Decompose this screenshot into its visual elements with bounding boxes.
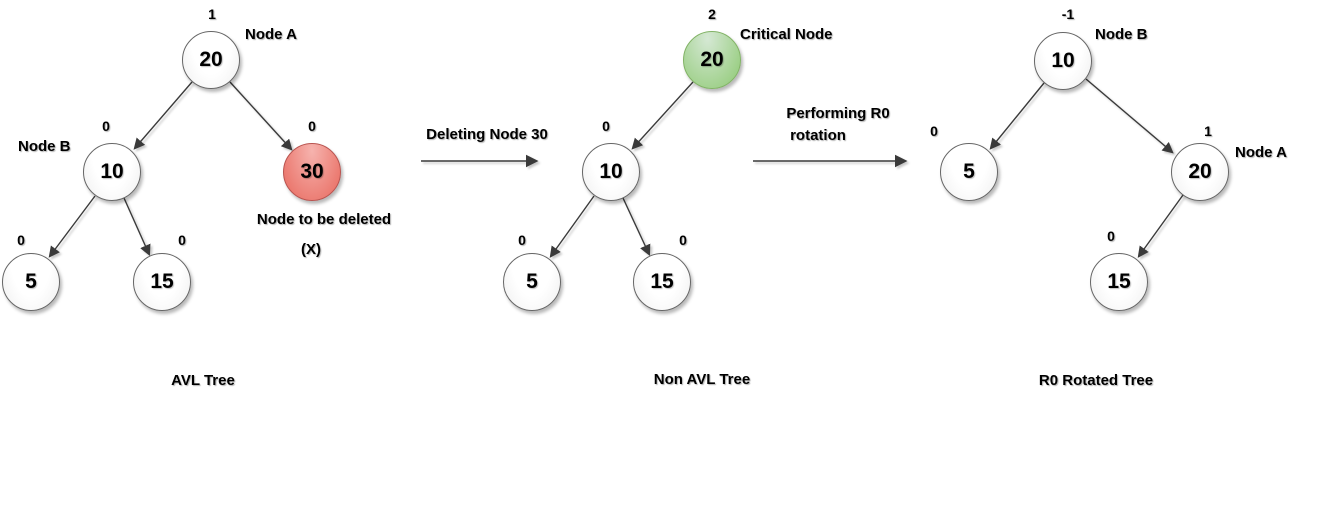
caption-non-avl-tree: Non AVL Tree — [653, 371, 751, 388]
edge-t2-10-5 — [549, 195, 595, 258]
t2-bf-5: 0 — [518, 232, 526, 248]
transition-label-rotate-line1: Performing R0 — [786, 105, 890, 122]
t3-node-10: 10 — [1034, 32, 1092, 90]
t1-node-30-to-delete: 30 — [283, 143, 341, 201]
t2-bf-10: 0 — [602, 118, 610, 134]
edge-t2-20-10 — [631, 81, 694, 150]
t2-bf-20: 2 — [708, 6, 716, 22]
edge-t1-20-30 — [229, 81, 293, 151]
transition-label-delete: Deleting Node 30 — [426, 126, 548, 143]
t1-node-10: 10 — [83, 143, 141, 201]
t1-bf-15: 0 — [178, 232, 186, 248]
t1-bf-10: 0 — [102, 118, 110, 134]
t1-bf-30: 0 — [308, 118, 316, 134]
edge-t3-10-5 — [989, 82, 1045, 150]
transition-label-rotate-line2: rotation — [790, 127, 846, 144]
t2-node-10: 10 — [582, 143, 640, 201]
caption-r0-rotated-tree: R0 Rotated Tree — [1038, 372, 1154, 389]
t2-bf-15: 0 — [679, 232, 687, 248]
t1-bf-20: 1 — [208, 6, 216, 22]
edge-t3-10-20 — [1085, 78, 1174, 154]
t3-bf-20: 1 — [1204, 123, 1212, 139]
t1-label-node-b: Node B — [18, 138, 71, 155]
t3-label-node-a: Node A — [1235, 144, 1287, 161]
t3-bf-15: 0 — [1107, 228, 1115, 244]
edge-t1-10-5 — [48, 195, 96, 258]
t2-label-critical-node: Critical Node — [740, 26, 833, 43]
t3-node-5: 5 — [940, 143, 998, 201]
t1-node-15: 15 — [133, 253, 191, 311]
t2-node-5: 5 — [503, 253, 561, 311]
edge-t3-20-15 — [1137, 194, 1184, 258]
t3-node-20: 20 — [1171, 143, 1229, 201]
t2-node-20-critical: 20 — [683, 31, 741, 89]
t3-bf-10: -1 — [1061, 6, 1075, 22]
edge-t2-10-15 — [622, 197, 651, 257]
t3-node-15: 15 — [1090, 253, 1148, 311]
t1-note-node-to-be-deleted: Node to be deleted — [256, 211, 392, 228]
caption-avl-tree: AVL Tree — [171, 372, 235, 389]
t3-bf-5: 0 — [930, 123, 938, 139]
edge-t1-20-10 — [133, 81, 193, 150]
t2-node-15: 15 — [633, 253, 691, 311]
edge-t1-10-15 — [123, 197, 151, 257]
t3-label-node-b: Node B — [1095, 26, 1148, 43]
t1-note-x: (X) — [301, 241, 321, 258]
t1-label-node-a: Node A — [245, 26, 297, 43]
t1-node-20: 20 — [182, 31, 240, 89]
t1-node-5: 5 — [2, 253, 60, 311]
t1-bf-5: 0 — [17, 232, 25, 248]
